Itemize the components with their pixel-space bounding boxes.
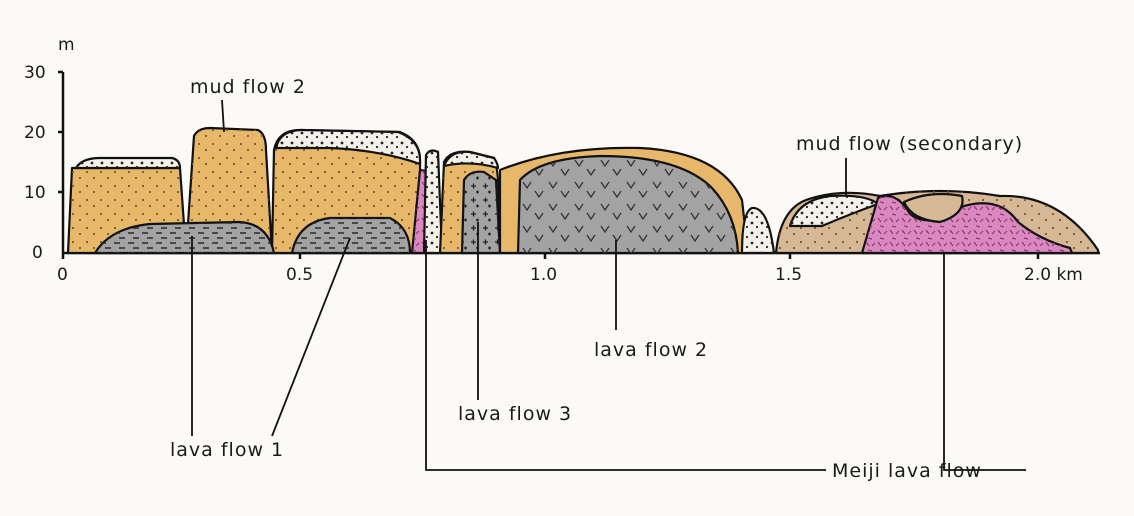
- label-lava-flow-1: lava flow 1: [170, 439, 284, 461]
- x-tick-0: 0: [57, 265, 68, 285]
- label-mud-flow-2: mud flow 2: [190, 76, 306, 98]
- x-tick-2-0: 2.0 km: [1024, 265, 1083, 285]
- lava-flow-2-dome: [498, 146, 750, 255]
- label-lava-flow-3: lava flow 3: [458, 403, 572, 425]
- x-tick-1-5: 1.5: [775, 265, 802, 285]
- x-tick-1-0: 1.0: [530, 265, 557, 285]
- lava-flow-1-body: [93, 216, 412, 255]
- y-tick-20: 20: [24, 123, 46, 143]
- mud-flow-block-4: [438, 150, 502, 255]
- y-tick-10: 10: [24, 183, 46, 203]
- label-mud-flow-secondary: mud flow (secondary): [796, 133, 1023, 155]
- leader-lava-flow-1-b: [271, 237, 351, 437]
- leader-meiji-b: [943, 252, 1026, 471]
- leader-meiji-a: [425, 240, 826, 471]
- meiji-dike: [410, 149, 444, 255]
- y-unit-label: m: [58, 35, 75, 55]
- leader-mud-flow-2: [221, 99, 225, 133]
- secondary-mud-flow-region: [774, 189, 1100, 255]
- y-tick-0: 0: [32, 243, 43, 263]
- label-lava-flow-2: lava flow 2: [594, 339, 708, 361]
- x-tick-0-5: 0.5: [286, 265, 313, 285]
- y-tick-30: 30: [24, 63, 46, 83]
- label-meiji-lava-flow: Meiji lava flow: [832, 460, 982, 482]
- speckled-mound: [740, 206, 776, 255]
